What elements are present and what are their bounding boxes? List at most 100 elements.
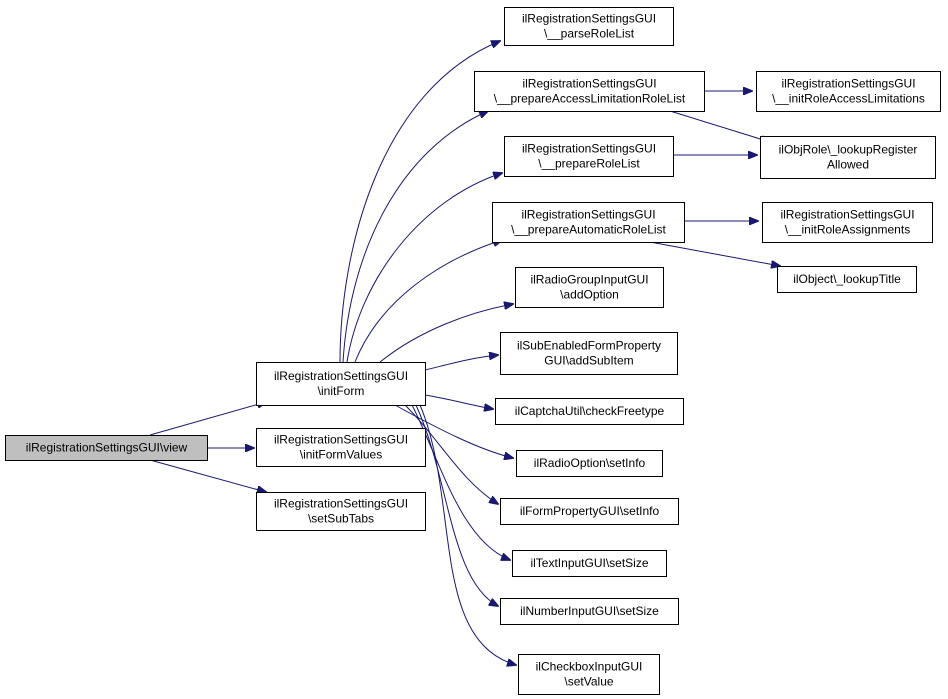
node-box — [474, 71, 705, 112]
node-label-line: ilRegistrationSettingsGUI — [780, 208, 914, 222]
node-label-line: ilRegistrationSettingsGUI — [521, 208, 655, 222]
node-box — [516, 450, 663, 477]
edge-view-to-initForm — [149, 402, 266, 436]
edge-line — [669, 110, 770, 142]
edge-line — [394, 404, 513, 458]
node-addOption[interactable]: ilRadioGroupInputGUI\addOption — [515, 267, 664, 308]
node-lookupTitle[interactable]: ilObject\_lookupTitle — [777, 266, 917, 293]
nodes-layer: ilRegistrationSettingsGUI\view ilRegistra… — [5, 7, 941, 695]
node-box — [256, 492, 426, 531]
edge-initForm-to-formPropSetInfo — [404, 404, 498, 504]
edge-line — [415, 404, 498, 606]
node-box — [512, 550, 667, 577]
edges-layer — [149, 41, 780, 665]
edge-initForm-to-parseRoleList — [339, 41, 500, 363]
node-radioSetInfo[interactable]: ilRadioOption\setInfo — [516, 450, 663, 477]
node-prepareRoleList[interactable]: ilRegistrationSettingsGUI\__prepareRoleL… — [504, 136, 674, 177]
node-label-line: ilFormPropertyGUI\setInfo — [520, 504, 660, 518]
node-label-line: ilRegistrationSettingsGUI — [274, 497, 408, 511]
edge-initForm-to-radioSetInfo — [394, 404, 513, 458]
node-box — [500, 498, 679, 525]
node-label-line: ilCaptchaUtil\checkFreetype — [515, 404, 665, 418]
node-label-line: ilRegistrationSettingsGUI — [781, 77, 915, 91]
edge-line — [346, 173, 502, 363]
node-label-line: ilRegistrationSettingsGUI\view — [26, 441, 188, 455]
node-box — [500, 332, 678, 375]
node-label-line: ilCheckboxInputGUI — [536, 660, 643, 674]
node-prepareAccessLimitationRoleList[interactable]: ilRegistrationSettingsGUI\__prepareAcces… — [474, 71, 705, 112]
node-label-line: ilRegistrationSettingsGUI — [274, 369, 408, 383]
edge-line — [354, 240, 502, 363]
edge-line — [419, 404, 516, 665]
node-numberSetSize[interactable]: ilNumberInputGUI\setSize — [500, 598, 679, 625]
edge-initForm-to-prepareRoleList — [346, 173, 502, 363]
node-label-line: GUI\addSubItem — [544, 354, 633, 368]
node-label-line: \__parseRoleList — [544, 27, 635, 41]
node-initRoleAssignments[interactable]: ilRegistrationSettingsGUI\__initRoleAssi… — [762, 202, 933, 243]
node-label-line: \__initRoleAssignments — [785, 223, 910, 237]
node-box — [504, 7, 674, 46]
edge-prepareAutomaticRoleList-to-lookupTitle — [649, 241, 780, 266]
node-label-line: \__prepareAccessLimitationRoleList — [494, 92, 686, 106]
edge-line — [339, 41, 500, 363]
node-box — [756, 71, 941, 112]
node-prepareAutomaticRoleList[interactable]: ilRegistrationSettingsGUI\__prepareAutom… — [492, 202, 685, 243]
node-box — [518, 654, 660, 695]
edge-initForm-to-checkboxSetValue — [419, 404, 516, 665]
node-setSubTabs[interactable]: ilRegistrationSettingsGUI\setSubTabs — [256, 492, 426, 531]
edge-prepareAccessLimitationRoleList-to-lookupRegisterAllowed — [669, 110, 770, 142]
node-label-line: ilRadioOption\setInfo — [534, 456, 646, 470]
edge-line — [649, 241, 780, 266]
node-box — [500, 598, 679, 625]
node-label-line: ilObject\_lookupTitle — [793, 272, 901, 286]
node-label-line: ilObjRole\_lookupRegister — [779, 143, 918, 157]
node-checkboxSetValue[interactable]: ilCheckboxInputGUI\setValue — [518, 654, 660, 695]
edge-initForm-to-addSubItem — [424, 355, 498, 371]
edge-line — [411, 404, 510, 560]
node-label-line: ilSubEnabledFormProperty — [517, 339, 661, 353]
node-label-line: \initFormValues — [300, 448, 382, 462]
edge-initForm-to-prepareAutomaticRoleList — [354, 240, 502, 363]
node-box — [495, 398, 684, 425]
edge-line — [379, 304, 513, 363]
edge-line — [149, 402, 266, 436]
node-label-line: ilRegistrationSettingsGUI — [522, 142, 656, 156]
node-formPropSetInfo[interactable]: ilFormPropertyGUI\setInfo — [500, 498, 679, 525]
node-label-line: ilNumberInputGUI\setSize — [520, 604, 659, 618]
node-box — [256, 362, 426, 406]
node-box — [256, 428, 426, 467]
node-label-line: ilTextInputGUI\setSize — [530, 556, 648, 570]
edge-line — [342, 111, 488, 363]
node-label-line: \setValue — [564, 675, 613, 689]
node-initFormValues[interactable]: ilRegistrationSettingsGUI\initFormValues — [256, 428, 426, 467]
node-label-line: ilRadioGroupInputGUI — [530, 273, 648, 287]
node-box — [492, 202, 685, 243]
edge-initForm-to-numberSetSize — [415, 404, 498, 606]
edge-line — [424, 355, 498, 371]
node-view[interactable]: ilRegistrationSettingsGUI\view — [5, 435, 208, 461]
node-textSetSize[interactable]: ilTextInputGUI\setSize — [512, 550, 667, 577]
node-label-line: \__prepareAutomaticRoleList — [511, 223, 666, 237]
edge-line — [404, 404, 498, 504]
node-checkFreetype[interactable]: ilCaptchaUtil\checkFreetype — [495, 398, 684, 425]
edge-view-to-setSubTabs — [149, 459, 266, 492]
node-box — [515, 267, 664, 308]
edge-initForm-to-textSetSize — [411, 404, 510, 560]
node-label-line: \__initRoleAccessLimitations — [772, 92, 925, 106]
node-parseRoleList[interactable]: ilRegistrationSettingsGUI\__parseRoleLis… — [504, 7, 674, 46]
node-label-line: ilRegistrationSettingsGUI — [522, 12, 656, 26]
node-box — [762, 202, 933, 243]
edge-initForm-to-prepareAccessLimitationRoleList — [342, 111, 488, 363]
node-label-line: \addOption — [560, 288, 619, 302]
node-label-line: \__prepareRoleList — [538, 157, 640, 171]
node-label-line: \initForm — [318, 384, 365, 398]
node-box — [777, 266, 917, 293]
node-label-line: \setSubTabs — [308, 512, 374, 526]
node-initForm[interactable]: ilRegistrationSettingsGUI\initForm — [256, 362, 426, 406]
node-box — [504, 136, 674, 177]
edge-initForm-to-addOption — [379, 304, 513, 363]
node-initRoleAccessLimitations[interactable]: ilRegistrationSettingsGUI\__initRoleAcce… — [756, 71, 941, 112]
